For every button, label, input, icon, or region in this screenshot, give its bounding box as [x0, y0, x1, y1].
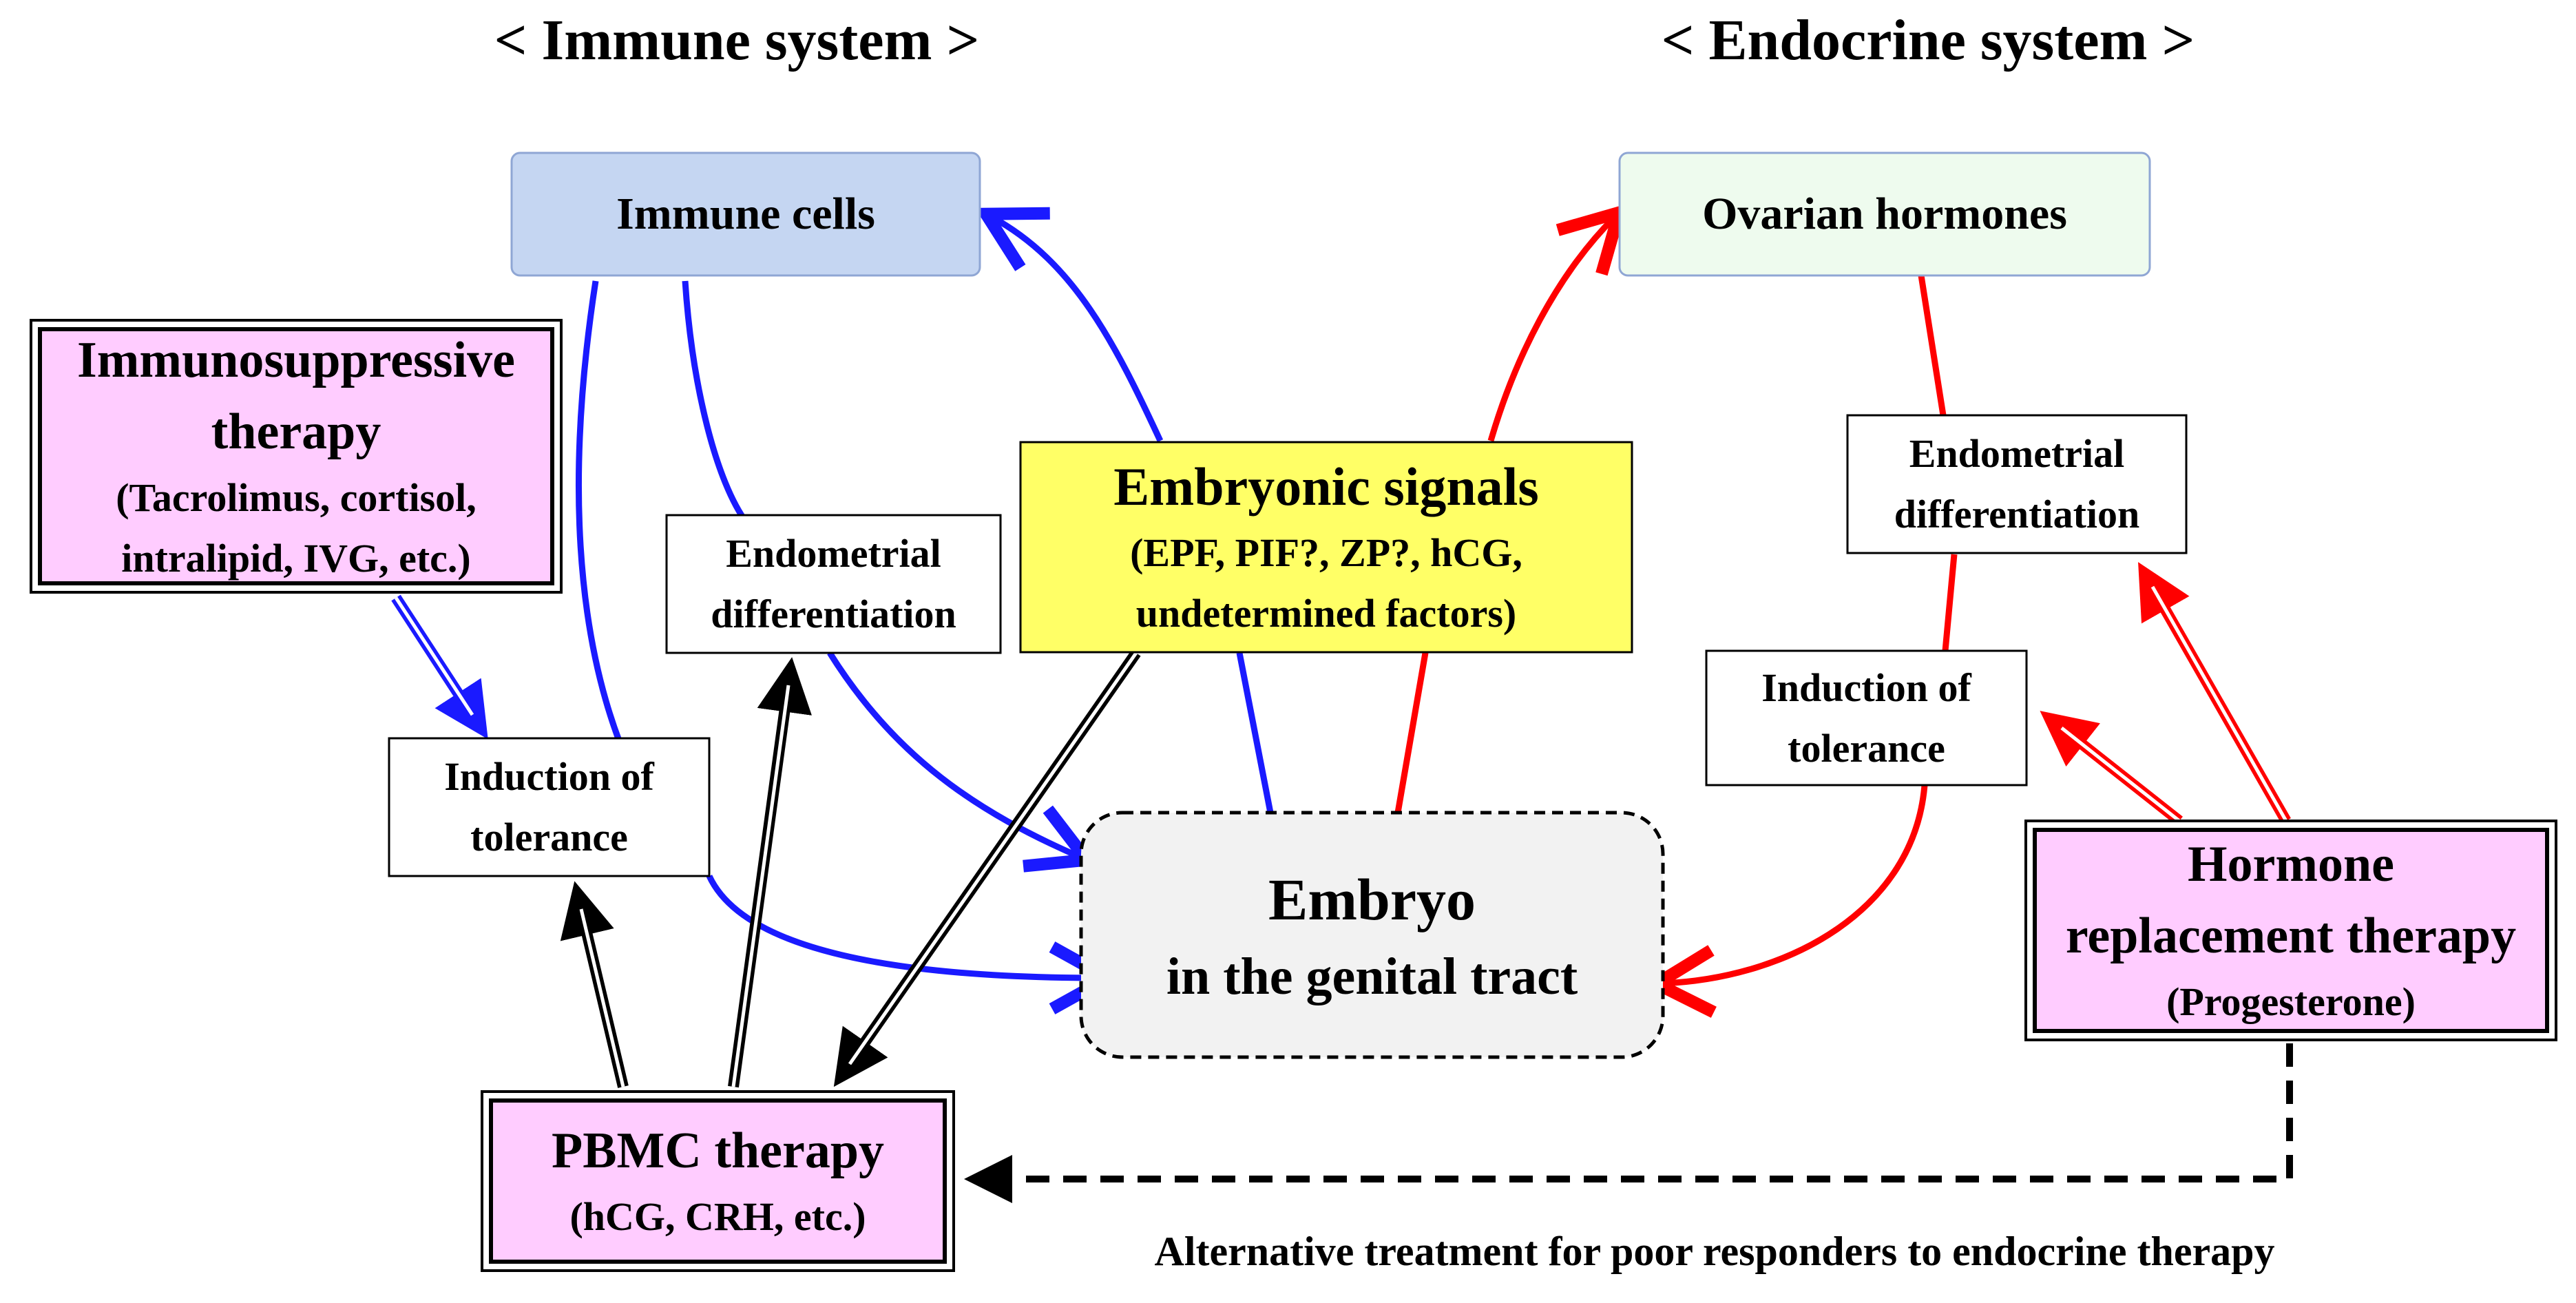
endometrial-differentiation-right-node: Endometrial differentiation	[1847, 415, 2186, 553]
ovarian-hormones-box-shape	[1618, 152, 2151, 277]
induction-left-line1: Induction of	[444, 754, 654, 799]
hormone-therapy-line2: replacement therapy	[2065, 908, 2517, 964]
pbmc-therapy-box-shape	[481, 1090, 955, 1272]
embryo-subtitle: in the genital tract	[1166, 947, 1578, 1005]
signals-to-immune-cells-arrow	[992, 217, 1164, 442]
immunosuppressive-to-induction-arrow	[391, 594, 488, 740]
endometrial-right-box-shape	[1846, 414, 2188, 554]
induction-to-embryo-arrow	[706, 875, 1102, 978]
ovarian-to-endometrial-link	[1918, 275, 1947, 416]
embryo-node: Embryo in the genital tract	[1081, 813, 1663, 1057]
embryonic-signals-line2: (EPF, PIF?, ZP?, hCG,	[1130, 530, 1522, 575]
immune-system-heading: < Immune system >	[494, 8, 980, 72]
pbmc-therapy-title: PBMC therapy	[552, 1123, 884, 1179]
endometrial-to-induction-link	[1942, 554, 1958, 652]
induction-to-embryo-red-arrow	[1663, 784, 1928, 983]
induction-left-box-shape	[388, 737, 711, 877]
pbmc-therapy-node: PBMC therapy (hCG, CRH, etc.)	[491, 1101, 945, 1262]
pbmc-to-induction-arrow	[560, 881, 629, 1088]
immunosuppressive-therapy-node: Immunosuppressive therapy (Tacrolimus, c…	[40, 329, 552, 583]
hormone-therapy-line3: (Progesterone)	[2166, 979, 2416, 1024]
hormone-to-endometrial-arrow	[2138, 562, 2291, 824]
endometrial-to-embryo-arrow	[827, 651, 1081, 857]
endometrial-differentiation-left-node: Endometrial differentiation	[667, 515, 1001, 653]
endometrial-right-line1: Endometrial	[1909, 431, 2125, 476]
immune-cells-label: Immune cells	[616, 189, 875, 239]
hormone-therapy-line1: Hormone	[2187, 836, 2395, 893]
alternative-treatment-caption: Alternative treatment for poor responder…	[1154, 1229, 2275, 1274]
endometrial-left-line2: differentiation	[711, 592, 956, 636]
immunosuppressive-title-line1: Immunosuppressive	[76, 331, 515, 388]
induction-right-box-shape	[1705, 649, 2028, 786]
immunosuppressive-detail-line2: intralipid, IVG, etc.)	[121, 535, 471, 581]
endometrial-left-box-shape	[665, 514, 1002, 654]
embryo-to-signals-blue-link	[1236, 652, 1274, 813]
signals-to-pbmc-arrow	[833, 649, 1141, 1087]
embryo-title: Embryo	[1268, 866, 1476, 932]
induction-left-line2: tolerance	[470, 815, 628, 859]
ovarian-hormones-node: Ovarian hormones	[1620, 153, 2150, 275]
pbmc-therapy-detail: (hCG, CRH, etc.)	[569, 1194, 866, 1239]
embryo-box-shape	[1079, 811, 1665, 1059]
endometrial-right-line2: differentiation	[1894, 492, 2140, 536]
embryonic-signals-node: Embryonic signals (EPF, PIF?, ZP?, hCG, …	[1020, 442, 1632, 652]
hormone-to-induction-arrow	[2040, 711, 2183, 826]
embryonic-signals-box-shape	[1019, 441, 1633, 654]
hormone-to-pbmc-dashed-arrow	[964, 1043, 2293, 1203]
endometrial-left-line1: Endometrial	[726, 531, 941, 576]
pbmc-to-endometrial-arrow	[728, 657, 812, 1088]
immune-cells-to-endometrial-link	[682, 280, 750, 525]
embryo-to-signals-red-link	[1394, 652, 1429, 813]
embryonic-signals-title: Embryonic signals	[1113, 456, 1539, 517]
ovarian-hormones-label: Ovarian hormones	[1702, 189, 2067, 239]
immune-cells-box-shape	[510, 152, 981, 277]
induction-of-tolerance-right-node: Induction of tolerance	[1706, 651, 2027, 785]
immune-cells-node: Immune cells	[512, 153, 980, 275]
induction-right-line2: tolerance	[1788, 725, 1945, 771]
immunosuppressive-title-line2: therapy	[211, 403, 381, 460]
induction-of-tolerance-left-node: Induction of tolerance	[389, 738, 709, 876]
immunosuppressive-detail-line1: (Tacrolimus, cortisol,	[116, 475, 477, 520]
hormone-therapy-box-shape	[2024, 820, 2557, 1041]
endocrine-system-heading: < Endocrine system >	[1661, 8, 2195, 72]
immunosuppressive-box-shape	[30, 319, 563, 594]
hormone-replacement-therapy-node: Hormone replacement therapy (Progesteron…	[2035, 830, 2547, 1031]
signals-to-ovarian-arrow	[1487, 217, 1615, 442]
immune-cells-to-induction-link	[575, 280, 623, 744]
induction-right-line1: Induction of	[1761, 665, 1971, 710]
embryonic-signals-line3: undetermined factors)	[1135, 590, 1517, 636]
